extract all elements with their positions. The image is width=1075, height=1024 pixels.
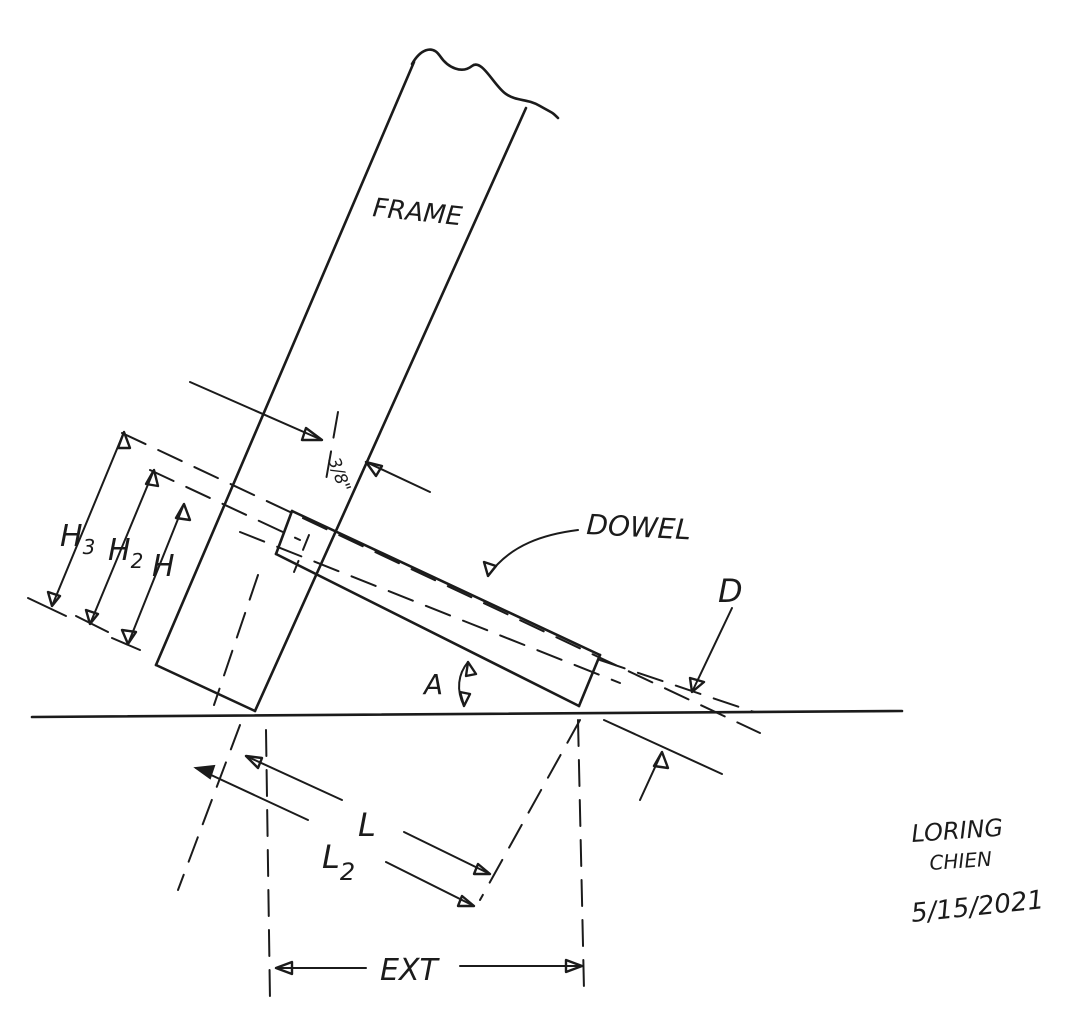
d-dimension [603, 607, 733, 801]
l2-label: L2 [322, 838, 355, 886]
height-dimensions [27, 430, 192, 651]
length-dimensions [193, 754, 492, 908]
frame-break-line [410, 48, 560, 120]
h2-label: H2 [108, 533, 143, 573]
dowel-leader [482, 529, 579, 578]
ext-label: EXT [380, 953, 441, 988]
dowel [239, 509, 621, 708]
frame-inner-hidden-line [213, 574, 259, 706]
dowel-hidden-end [293, 534, 310, 573]
a-label: A [422, 668, 443, 701]
thickness-dimension [189, 381, 431, 493]
l-label: L [358, 806, 376, 844]
angle-a-arrow [458, 660, 478, 708]
d-label: D [718, 572, 743, 610]
h-label: H [152, 549, 175, 584]
frame-member [154, 48, 560, 713]
h3-label: H3 [60, 519, 95, 559]
signature-date: 5/15/2021 [910, 885, 1046, 929]
signature-name-line1: LORING [910, 814, 1004, 848]
signature-name-line2: CHIEN [929, 847, 993, 875]
frame-label: FRAME [371, 193, 464, 232]
ground-line [30, 709, 904, 719]
projection-lines [121, 411, 761, 1001]
dowel-label: DOWEL [586, 508, 692, 546]
ext-dimension [274, 958, 584, 976]
dowel-centerline [239, 531, 621, 684]
